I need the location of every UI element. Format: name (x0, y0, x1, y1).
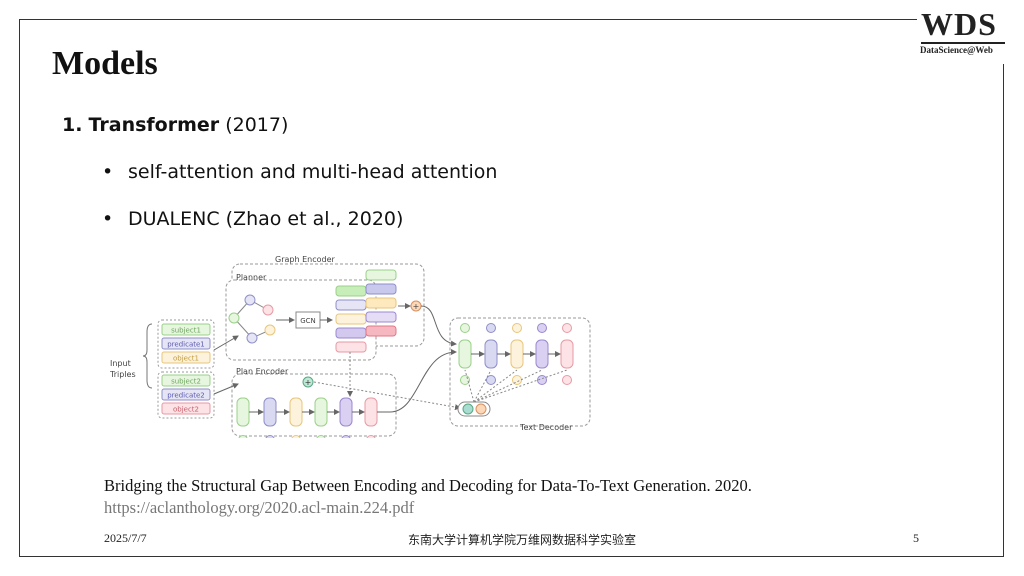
text-decoder-cells (458, 339, 574, 369)
brace (142, 323, 153, 389)
triple-text: object1 (173, 355, 199, 363)
triple-group-1 (157, 319, 215, 369)
footer-date: 2025/7/7 (104, 531, 147, 545)
graph-node (246, 332, 258, 344)
arrow (213, 383, 239, 395)
bullet-text: self-attention and multi-head attention (128, 161, 498, 183)
triple-box (161, 374, 211, 387)
node-embedding (335, 341, 367, 353)
bullet-dot: • (102, 161, 114, 183)
triple-box (161, 402, 211, 415)
context-vector (475, 403, 487, 415)
arrow (313, 381, 461, 411)
plus-sign: + (305, 378, 312, 387)
plus-node (302, 376, 314, 388)
attention-arrows (464, 369, 568, 403)
plus-sign: + (413, 302, 420, 311)
section-number: 1. (62, 114, 83, 136)
arrow (420, 305, 457, 347)
graph-embedding (365, 325, 397, 337)
logo-text: WDS (921, 6, 997, 42)
triple-group-2 (157, 371, 215, 419)
arrow (213, 335, 239, 351)
input-label: Input (110, 359, 131, 368)
page-number: 5 (913, 531, 919, 545)
section-year: (2017) (225, 114, 289, 136)
planner-label: Planner (236, 273, 267, 282)
bullet-text: DUALENC (Zhao et al., 2020) (128, 208, 404, 230)
text-decoder-box (449, 317, 591, 427)
node-embedding (335, 285, 367, 297)
bullet-item: • self-attention and multi-head attention (102, 161, 497, 183)
triple-box (161, 388, 211, 401)
dualenc-architecture-diagram: Input Triples subject1 predicate1 object… (109, 255, 591, 438)
graph-encoder-label: Graph Encoder (275, 255, 336, 264)
triple-text: predicate2 (167, 392, 205, 400)
triple-box (161, 351, 211, 364)
caption-text: Bridging the Structural Gap Between Enco… (104, 476, 752, 495)
footer-org: 东南大学计算机学院万维网数据科学实验室 (408, 533, 637, 547)
plan-encoder-cells (236, 397, 390, 427)
bullet-item: • DUALENC (Zhao et al., 2020) (102, 208, 403, 230)
slide-frame (19, 19, 1004, 557)
node-embedding (335, 327, 367, 339)
triple-text: predicate1 (167, 341, 205, 349)
triple-text: subject2 (171, 378, 201, 386)
text-decoder-label: Text Decoder (519, 423, 573, 432)
section-name: Transformer (88, 114, 220, 136)
wds-logo: WDS DataScience@Web (917, 4, 1007, 64)
graph-embedding (365, 311, 397, 323)
logo-rule (921, 42, 1005, 44)
triple-text: subject1 (171, 327, 201, 335)
input-label: Triples (109, 370, 136, 379)
plan-encoder-inputs (238, 435, 376, 438)
plan-encoder-box (231, 373, 397, 437)
bullet-dot: • (102, 208, 114, 230)
figure-caption: Bridging the Structural Gap Between Enco… (104, 475, 752, 519)
graph-embedding (365, 297, 397, 309)
text-decoder-outputs (460, 323, 572, 333)
graph-node (262, 304, 274, 316)
graph-node (244, 294, 256, 306)
caption-link[interactable]: https://aclanthology.org/2020.acl-main.2… (104, 498, 415, 517)
section-heading: 1. Transformer (2017) (62, 114, 288, 136)
logo-subtext: DataScience@Web (920, 45, 993, 55)
node-embedding (335, 313, 367, 325)
graph-encoder-box (231, 263, 425, 347)
triple-text: object2 (173, 406, 199, 414)
node-embedding (335, 299, 367, 311)
slide-title: Models (52, 45, 158, 82)
gcn-label: GCN (300, 317, 316, 325)
graph-embedding (365, 269, 397, 281)
arrow (389, 349, 457, 413)
context-vector (462, 403, 474, 415)
triple-box (161, 337, 211, 350)
graph-node (264, 324, 276, 336)
text-decoder-inputs (460, 375, 572, 385)
graph-node (228, 312, 240, 324)
triple-box (161, 323, 211, 336)
graph-embedding (365, 283, 397, 295)
plan-encoder-label: Plan Encoder (236, 367, 289, 376)
